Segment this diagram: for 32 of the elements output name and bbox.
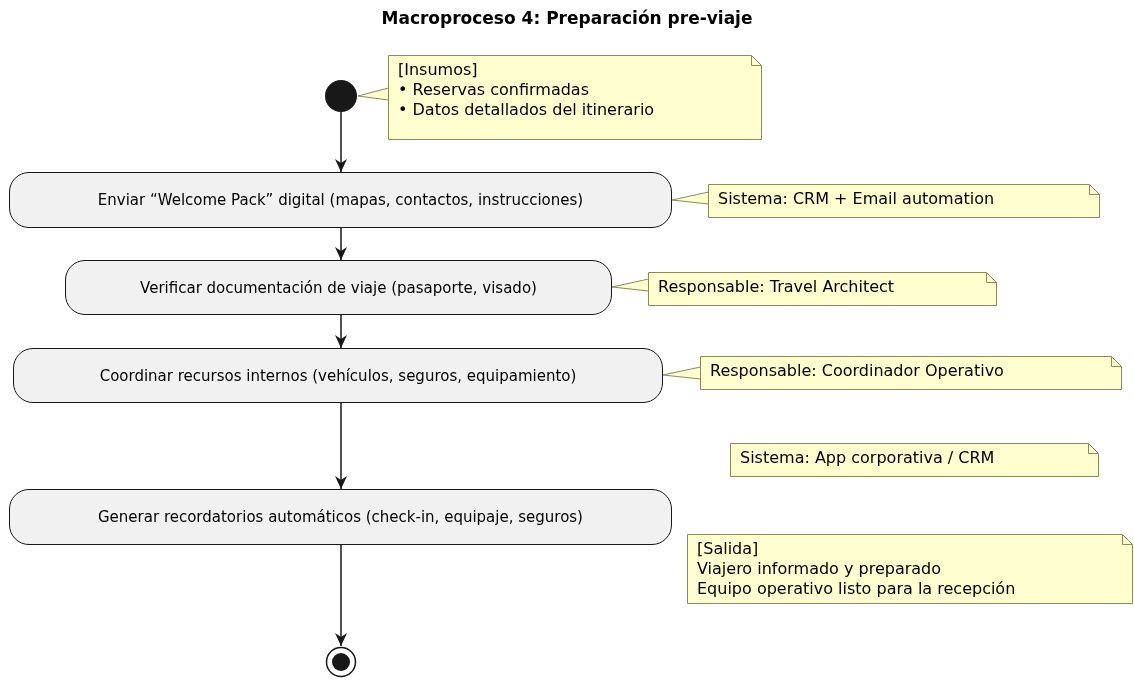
diagram-title: Macroproceso 4: Preparación pre-viaje (380, 8, 754, 28)
note-text: Sistema: App corporativa / CRM (740, 448, 996, 468)
action-text: Enviar “Welcome Pack” digital (mapas, contactos, instrucciones) (97, 191, 584, 209)
start-node (325, 80, 357, 112)
arrow (335, 111, 347, 173)
note-text: [Insumos] (398, 60, 479, 80)
arrow (335, 314, 347, 349)
action-box (13, 348, 663, 403)
note-box (388, 55, 762, 140)
action-box (9, 489, 672, 545)
note-box (648, 272, 997, 306)
action-box (65, 260, 612, 315)
arrow (335, 544, 347, 647)
end-node (325, 646, 357, 678)
note-box (730, 443, 1099, 477)
action-box (9, 172, 672, 228)
action-text: Coordinar recursos internos (vehículos, seguros, equipamiento) (99, 366, 577, 385)
action-text: Verificar documentación de viaje (pasaporte, visado) (140, 278, 537, 297)
note-text: Sistema: CRM + Email automation (718, 189, 996, 209)
note-text: [Salida] (697, 539, 760, 559)
note-text: Responsable: Coordinador Operativo (710, 361, 1005, 381)
arrow (335, 227, 347, 261)
note-text: Responsable: Travel Architect (658, 277, 896, 297)
arrow (335, 402, 347, 490)
note-box (708, 184, 1100, 218)
note-text: Equipo operativo listo para la recepción (697, 579, 1017, 599)
note-text: • Datos detallados del itinerario (398, 100, 656, 120)
note-box (700, 356, 1122, 390)
note-box (687, 534, 1133, 604)
note-text: • Reservas confirmadas (398, 80, 590, 100)
action-text: Generar recordatorios automáticos (check-in, equipaje, seguros) (98, 508, 583, 526)
note-text: Viajero informado y preparado (697, 559, 943, 579)
